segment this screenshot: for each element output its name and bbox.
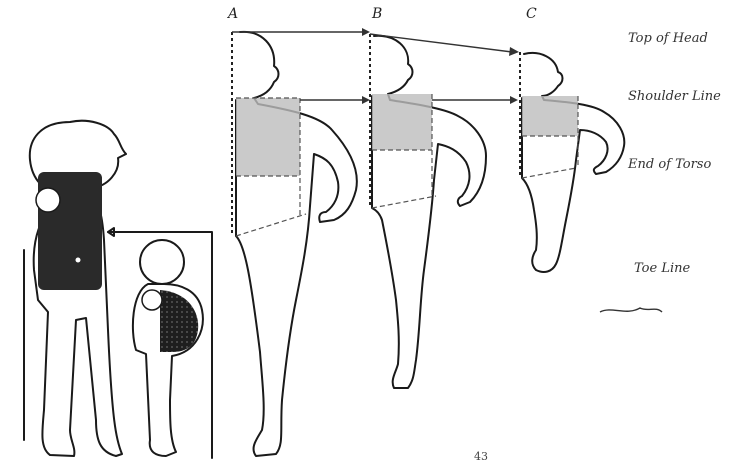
panel-a: A [226, 6, 357, 456]
panel-c-torso-shading [522, 96, 578, 136]
panel-b: B [370, 6, 486, 388]
level-labels: Top of Head Shoulder Line End of Torso T… [627, 31, 721, 276]
left-standing-figure [24, 121, 126, 456]
arrow-b-to-c-head [509, 47, 519, 56]
page-number: 43 [474, 450, 488, 462]
label-toe-line: Toe Line [634, 261, 690, 276]
left-figure-navel [76, 258, 81, 263]
label-top-of-head: Top of Head [628, 31, 708, 46]
arrow-a-to-b-head [362, 28, 370, 36]
label-shoulder-line: Shoulder Line [628, 89, 721, 104]
child-head [140, 240, 184, 284]
child-belly-shading [160, 290, 198, 352]
panel-b-letter: B [371, 6, 382, 22]
panel-c-letter: C [526, 6, 537, 22]
child-arm-circle [142, 290, 162, 310]
signature-scribble [600, 308, 662, 312]
child-figure-inset [108, 228, 212, 458]
panel-b-torso-shading [372, 94, 432, 150]
left-figure-arm-circle [36, 188, 60, 212]
arrow-shoulder-b-c-head [510, 96, 518, 104]
arrow-shoulder-a-b-head [362, 96, 370, 104]
label-end-of-torso: End of Torso [627, 157, 711, 172]
panel-a-torso-shading [236, 98, 300, 176]
panel-c: C [520, 6, 624, 272]
panel-a-letter: A [226, 6, 238, 22]
